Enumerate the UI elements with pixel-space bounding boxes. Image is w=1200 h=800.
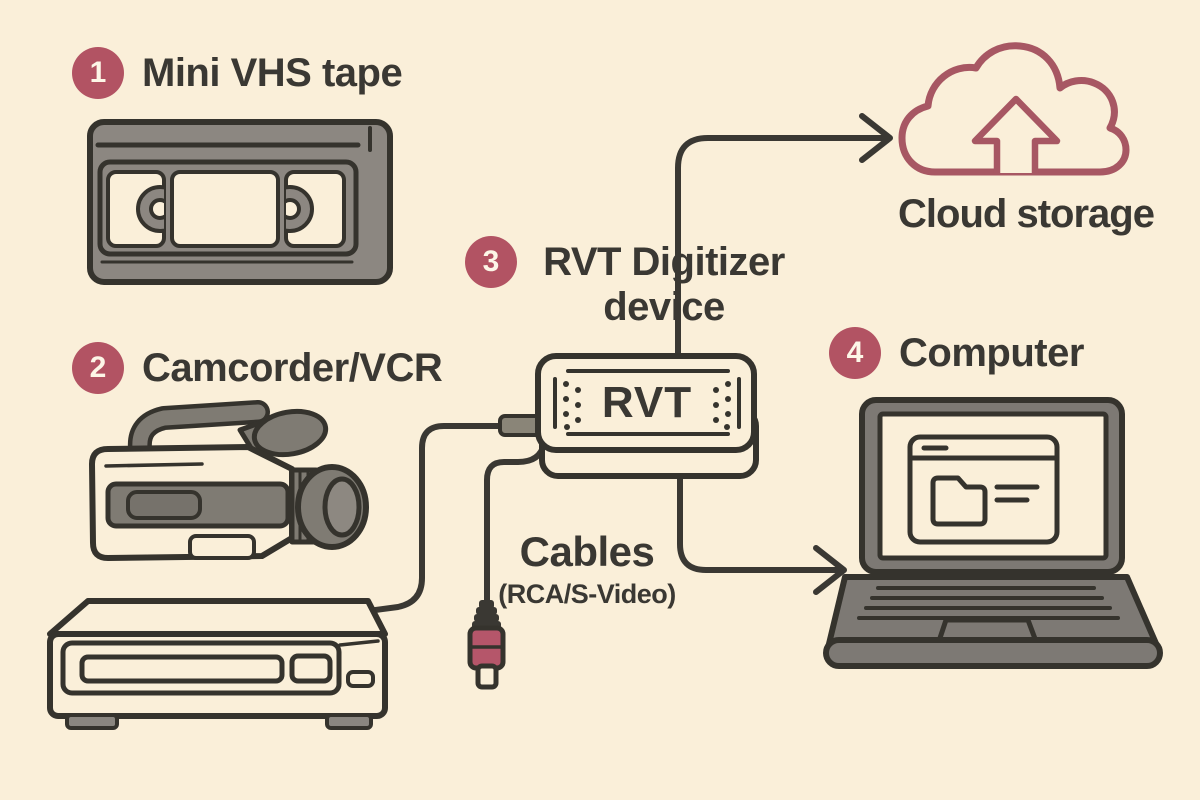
step-4: 4 Computer	[829, 327, 1084, 379]
cables-label-group: Cables (RCA/S-Video)	[455, 528, 719, 610]
step-3-badge: 3	[465, 236, 517, 288]
laptop-icon	[823, 397, 1163, 669]
step-3-label-line1: RVT Digitizer	[543, 240, 785, 284]
step-2-badge: 2	[72, 342, 124, 394]
file-window-icon	[907, 434, 1060, 545]
connector-rvt-to-laptop	[677, 475, 847, 595]
vhs-tape-icon	[87, 119, 393, 285]
cables-sublabel: (RCA/S-Video)	[498, 579, 676, 609]
folder-icon	[930, 475, 988, 527]
camcorder-icon	[89, 400, 369, 561]
step-4-label: Computer	[899, 330, 1084, 375]
step-2: 2 Camcorder/VCR	[72, 342, 443, 394]
cloud-upload-icon	[898, 42, 1130, 176]
step-2-label: Camcorder/VCR	[142, 345, 443, 390]
step-4-badge: 4	[829, 327, 881, 379]
step-3-label-line2: device	[603, 285, 725, 329]
vcr-icon	[47, 598, 388, 730]
rvt-digitizer-icon	[535, 353, 759, 479]
arrow-icon	[813, 545, 847, 595]
cables-label: Cables	[519, 528, 655, 575]
device-vent-dots	[563, 381, 731, 430]
step-1: 1 Mini VHS tape	[72, 47, 403, 99]
connector-rvt-to-cloud	[675, 113, 893, 359]
step-3-label: RVT Digitizer device	[530, 240, 798, 330]
rvt-device-label: RVT	[601, 378, 693, 427]
cloud-storage-label: Cloud storage	[898, 192, 1155, 236]
step-1-badge: 1	[72, 47, 124, 99]
arrow-icon	[859, 113, 893, 163]
rca-plug-icon	[467, 600, 506, 690]
cable-vcr-to-rvt	[357, 423, 547, 615]
step-1-label: Mini VHS tape	[142, 50, 403, 95]
